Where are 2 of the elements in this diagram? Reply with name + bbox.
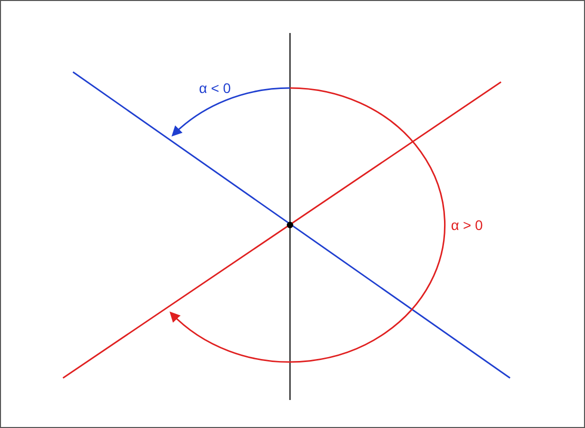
angle-label: α < 0 (199, 80, 231, 96)
angle-label: α > 0 (451, 217, 483, 233)
